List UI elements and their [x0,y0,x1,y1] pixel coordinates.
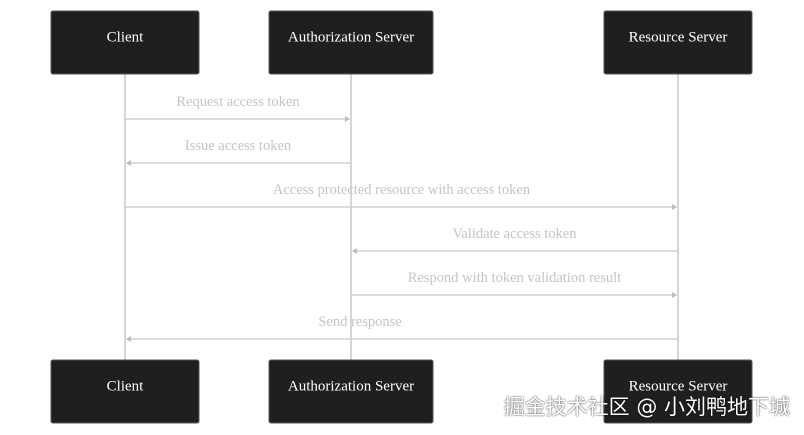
message-1: Request access token [125,94,350,122]
message-label: Issue access token [185,138,292,154]
participant-label: Client [107,379,144,395]
message-3: Access protected resource with access to… [125,182,677,210]
arrow-head-icon [345,116,350,122]
participant-resource-top: Resource Server [603,10,753,75]
lifelines [124,74,679,360]
participant-auth-top: Authorization Server [268,10,434,75]
participant-box [603,10,753,75]
participant-label: Client [107,30,144,46]
participant-box [50,10,200,75]
participant-resource-bottom: Resource Server [603,359,753,424]
watermark: 掘金技术社区 @ 小刘鸭地下城 [503,395,790,419]
arrow-head-icon [352,248,357,254]
message-label: Request access token [176,94,300,110]
message-label: Send response [318,314,401,330]
participant-client-bottom: Client [50,359,200,424]
participant-box [268,359,434,424]
arrow-head-icon [672,292,677,298]
participant-label: Authorization Server [288,30,414,46]
message-label: Validate access token [452,226,577,242]
participant-box [50,359,200,424]
message-5: Respond with token validation result [351,270,677,298]
participant-auth-bottom: Authorization Server [268,359,434,424]
message-2: Issue access token [126,138,351,166]
participant-label: Authorization Server [288,379,414,395]
message-label: Access protected resource with access to… [273,182,531,198]
message-6: Send response [126,314,678,342]
participant-box [268,10,434,75]
participant-client-top: Client [50,10,200,75]
message-label: Respond with token validation result [408,270,621,286]
participant-label: Resource Server [629,379,728,395]
arrow-head-icon [672,204,677,210]
participant-box [603,359,753,424]
arrow-head-icon [126,336,131,342]
message-4: Validate access token [352,226,678,254]
arrow-head-icon [126,160,131,166]
participant-label: Resource Server [629,30,728,46]
